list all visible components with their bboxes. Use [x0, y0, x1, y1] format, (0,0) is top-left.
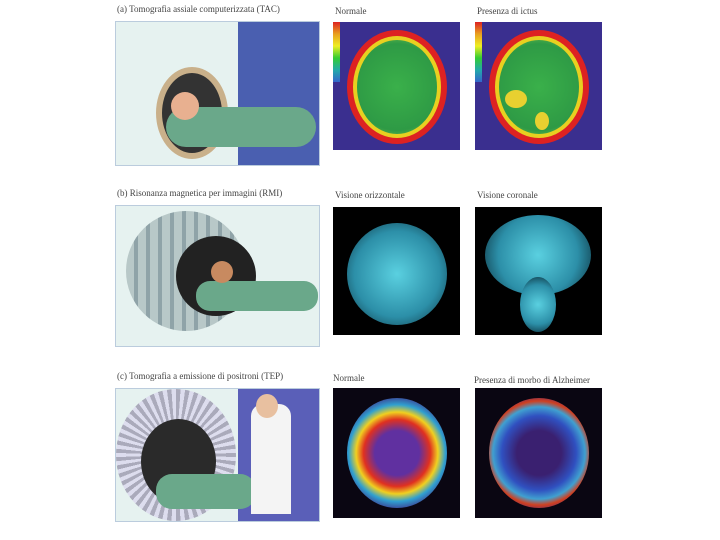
rmi-coronal-scan [475, 207, 602, 335]
tac-normal-label: Normale [335, 6, 367, 16]
rmi-title: (b) Risonanza magnetica per immagini (RM… [117, 188, 283, 198]
tep-scanner-illustration [115, 388, 320, 522]
tac-stroke-scan [475, 22, 602, 150]
tep-alzheimer-scan [475, 388, 602, 518]
tep-normal-scan [333, 388, 460, 518]
tac-normal-scan [333, 22, 460, 150]
rmi-scanner-illustration [115, 205, 320, 347]
rmi-horizontal-scan [333, 207, 460, 335]
rmi-horizontal-label: Visione orizzontale [335, 190, 405, 200]
tep-alzheimer-label: Presenza di morbo di Alzheimer [474, 375, 590, 385]
tac-scanner-illustration [115, 21, 320, 166]
tac-stroke-label: Presenza di ictus [477, 6, 538, 16]
tac-title: (a) Tomografia assiale computerizzata (T… [117, 4, 280, 14]
tep-normal-label: Normale [333, 373, 365, 383]
rmi-coronal-label: Visione coronale [477, 190, 538, 200]
tep-title: (c) Tomografia a emissione di positroni … [117, 371, 284, 381]
